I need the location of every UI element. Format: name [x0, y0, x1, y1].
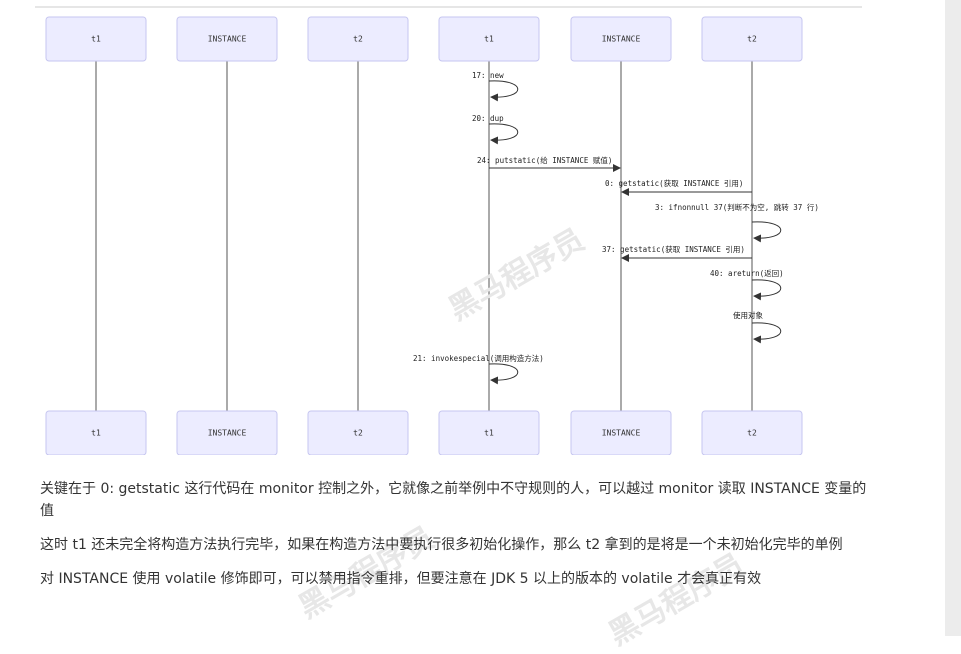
bottom-participant-instance: INSTANCE	[570, 410, 672, 455]
bottom-participant-t1: t1	[438, 410, 540, 455]
participant-label: t2	[747, 35, 757, 44]
top-participant-t2: t2	[701, 16, 803, 62]
message-label: 20: dup	[472, 114, 504, 123]
message-label: 使用对象	[733, 310, 763, 320]
participant-label: INSTANCE	[602, 35, 641, 44]
participant-box	[176, 410, 278, 455]
message: 使用对象	[733, 310, 782, 344]
message-label: 3: ifnonnull 37(判断不为空, 跳转 37 行)	[655, 202, 819, 212]
paragraph: 关键在于 0: getstatic 这行代码在 monitor 控制之外，它就像…	[40, 481, 867, 519]
message: 37: getstatic(获取 INSTANCE 引用)	[602, 244, 752, 262]
participant-box	[176, 16, 278, 62]
top-participant-instance: INSTANCE	[570, 16, 672, 62]
participant-label: t1	[91, 429, 101, 438]
participant-box	[570, 16, 672, 62]
participant-box	[45, 410, 147, 455]
explanation-text: 关键在于 0: getstatic 这行代码在 monitor 控制之外，它就像…	[40, 478, 870, 602]
message-label: 17: new	[472, 71, 504, 80]
bottom-participant-instance: INSTANCE	[176, 410, 278, 455]
participant-label: t1	[484, 35, 494, 44]
message: 17: new	[472, 71, 519, 102]
participant-label: t2	[747, 429, 757, 438]
participant-box	[45, 16, 147, 62]
message: 21: invokespecial(调用构造方法)	[413, 353, 544, 385]
participant-box	[701, 410, 803, 455]
participant-label: t1	[484, 429, 494, 438]
participant-label: t2	[353, 35, 363, 44]
message-label: 21: invokespecial(调用构造方法)	[413, 353, 544, 363]
bottom-participant-t1: t1	[45, 410, 147, 455]
message-label: 40: areturn(返回)	[710, 269, 784, 278]
self-message-arrow	[488, 80, 519, 102]
bottom-participant-t2: t2	[701, 410, 803, 455]
message: 0: getstatic(获取 INSTANCE 引用)	[605, 178, 752, 196]
message: 20: dup	[472, 114, 519, 145]
paragraph: 这时 t1 还未完全将构造方法执行完毕，如果在构造方法中要执行很多初始化操作，那…	[40, 537, 843, 553]
participant-label: t2	[353, 429, 363, 438]
participant-box	[307, 410, 409, 455]
self-message-arrow	[751, 322, 782, 344]
side-scroll-panel[interactable]	[945, 0, 961, 636]
bottom-participant-t2: t2	[307, 410, 409, 455]
paragraph: 对 INSTANCE 使用 volatile 修饰即可，可以禁用指令重排，但要注…	[40, 571, 762, 587]
message-label: 24: putstatic(给 INSTANCE 赋值)	[477, 155, 612, 165]
participant-box	[438, 410, 540, 455]
top-participant-t2: t2	[307, 16, 409, 62]
participant-box	[438, 16, 540, 62]
message: 3: ifnonnull 37(判断不为空, 跳转 37 行)	[655, 202, 819, 243]
top-participant-t1: t1	[45, 16, 147, 62]
participant-label: INSTANCE	[208, 35, 247, 44]
message-label: 37: getstatic(获取 INSTANCE 引用)	[602, 244, 745, 254]
participant-box	[570, 410, 672, 455]
self-message-arrow	[488, 363, 519, 385]
participant-label: INSTANCE	[602, 429, 641, 438]
participant-label: t1	[91, 35, 101, 44]
top-participant-instance: INSTANCE	[176, 16, 278, 62]
message: 40: areturn(返回)	[710, 269, 784, 301]
participant-label: INSTANCE	[208, 429, 247, 438]
self-message-arrow	[751, 221, 782, 243]
message-label: 0: getstatic(获取 INSTANCE 引用)	[605, 178, 743, 188]
self-message-arrow	[488, 123, 519, 145]
top-participant-t1: t1	[438, 16, 540, 62]
self-message-arrow	[751, 279, 782, 301]
participant-box	[307, 16, 409, 62]
message: 24: putstatic(给 INSTANCE 赋值)	[477, 155, 621, 172]
participant-box	[701, 16, 803, 62]
